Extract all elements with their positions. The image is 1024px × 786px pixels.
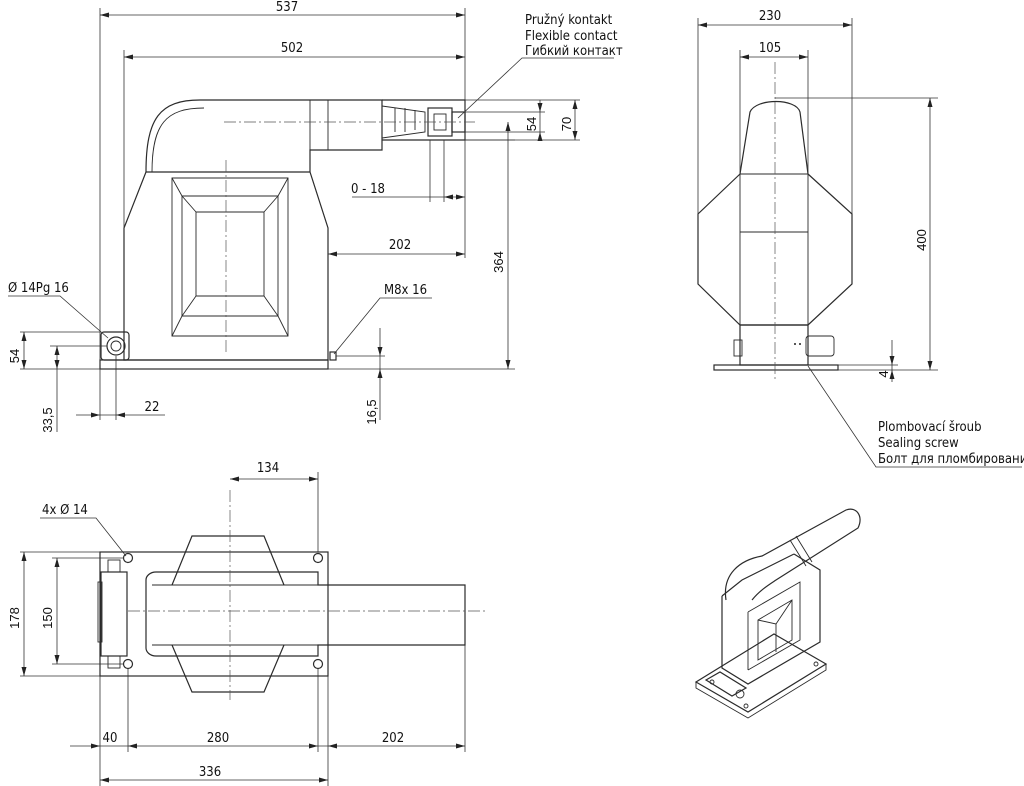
dim-502: 502 [281, 41, 303, 56]
dim-230: 230 [759, 9, 781, 24]
base-plate [99, 359, 329, 370]
iso-base-thickness [695, 664, 827, 719]
dim-178: 178 [7, 607, 22, 629]
dim-40: 40 [103, 731, 118, 746]
side-terminal-box [739, 324, 809, 366]
dim-400: 400 [914, 229, 929, 251]
side-dimensions: 230 105 400 4 Plombovací šroub Sealing s… [697, 9, 1024, 468]
dim-150: 150 [40, 607, 55, 629]
iso-body [721, 553, 821, 685]
top-dimensions: 134 178 150 40 280 202 336 4x Ø 14 [7, 461, 466, 786]
dim-22: 22 [145, 400, 160, 415]
dim-54-gland: 54 [7, 349, 22, 363]
top-core-outline [171, 535, 285, 693]
dim-54-contact: 54 [524, 117, 539, 131]
iso-window-detail [757, 599, 793, 652]
gland-leader [8, 295, 109, 339]
label-cable-gland: Ø 14Pg 16 [8, 281, 69, 296]
label-flexible-contact-en: Flexible contact [525, 29, 618, 44]
iso-arm-joint [789, 535, 813, 567]
dim-364: 364 [491, 251, 506, 273]
side-body-outline [697, 173, 853, 326]
dim-134: 134 [257, 461, 279, 476]
front-dimensions: 537 502 54 70 0 - 18 202 364 [7, 0, 623, 433]
iso-arm [724, 508, 861, 601]
iso-body-top [721, 553, 795, 597]
side-gland-left [733, 339, 743, 357]
window-diagonals [181, 195, 279, 317]
window-core [195, 211, 265, 297]
iso-hole-3 [743, 703, 749, 709]
hole-bottom-left [122, 658, 134, 670]
top-gland-bottom [107, 655, 121, 669]
dim-70: 70 [559, 117, 574, 131]
top-terminal-box [100, 571, 128, 657]
iso-base-plate [694, 633, 828, 713]
label-sealing-screw-ru: Болт для пломбирования [878, 452, 1024, 467]
hole-bottom-right [312, 658, 324, 670]
side-base-plate [713, 364, 839, 371]
cable-gland-hole [106, 336, 126, 356]
dim-105: 105 [759, 41, 781, 56]
window-frame [171, 177, 289, 337]
contact-slots [394, 108, 416, 132]
arm-outline [145, 99, 383, 173]
iso-hole-2 [813, 661, 819, 667]
dim-202-top: 202 [382, 731, 404, 746]
top-terminal-cover [97, 581, 103, 643]
top-base-plate [99, 551, 329, 677]
label-flexible-contact-cs: Pružný kontakt [525, 13, 613, 28]
arm-joint [309, 100, 329, 150]
label-sealing-screw-en: Sealing screw [878, 436, 959, 451]
iso-hole-1 [709, 679, 715, 685]
label-holes: 4x Ø 14 [42, 503, 88, 518]
iso-gland [735, 689, 745, 699]
side-view [697, 62, 853, 382]
flexible-contact-leader [457, 57, 614, 119]
earth-screw-leader [333, 297, 432, 355]
isometric-view [694, 508, 861, 719]
iso-window [757, 599, 793, 661]
window-bevels [171, 177, 289, 337]
side-dot-2 [799, 343, 801, 345]
top-view [97, 490, 486, 700]
arm-inner-line [151, 107, 205, 173]
dim-336: 336 [199, 765, 221, 780]
front-view [99, 99, 475, 370]
dim-280: 280 [207, 731, 229, 746]
dim-537: 537 [276, 0, 298, 15]
dim-33-5: 33,5 [40, 407, 55, 432]
iso-terminal-box [704, 671, 748, 697]
side-dot-1 [794, 343, 796, 345]
side-hood [739, 101, 809, 175]
dim-0-18: 0 - 18 [351, 182, 385, 197]
label-sealing-screw-cs: Plombovací šroub [878, 420, 982, 435]
holes-leader [40, 517, 127, 557]
side-gland-right [805, 335, 835, 357]
sealing-screw-leader [807, 365, 1022, 468]
top-gland-top [107, 559, 121, 573]
cable-gland-inner [110, 340, 122, 352]
label-earth-screw: M8x 16 [384, 283, 427, 298]
dim-4: 4 [876, 370, 891, 377]
hole-top-right [312, 552, 324, 564]
label-flexible-contact-ru: Гибкий контакт [525, 44, 623, 59]
iso-window-face [747, 581, 801, 671]
dim-202-bar: 202 [389, 238, 411, 253]
dim-16-5: 16,5 [364, 399, 379, 424]
